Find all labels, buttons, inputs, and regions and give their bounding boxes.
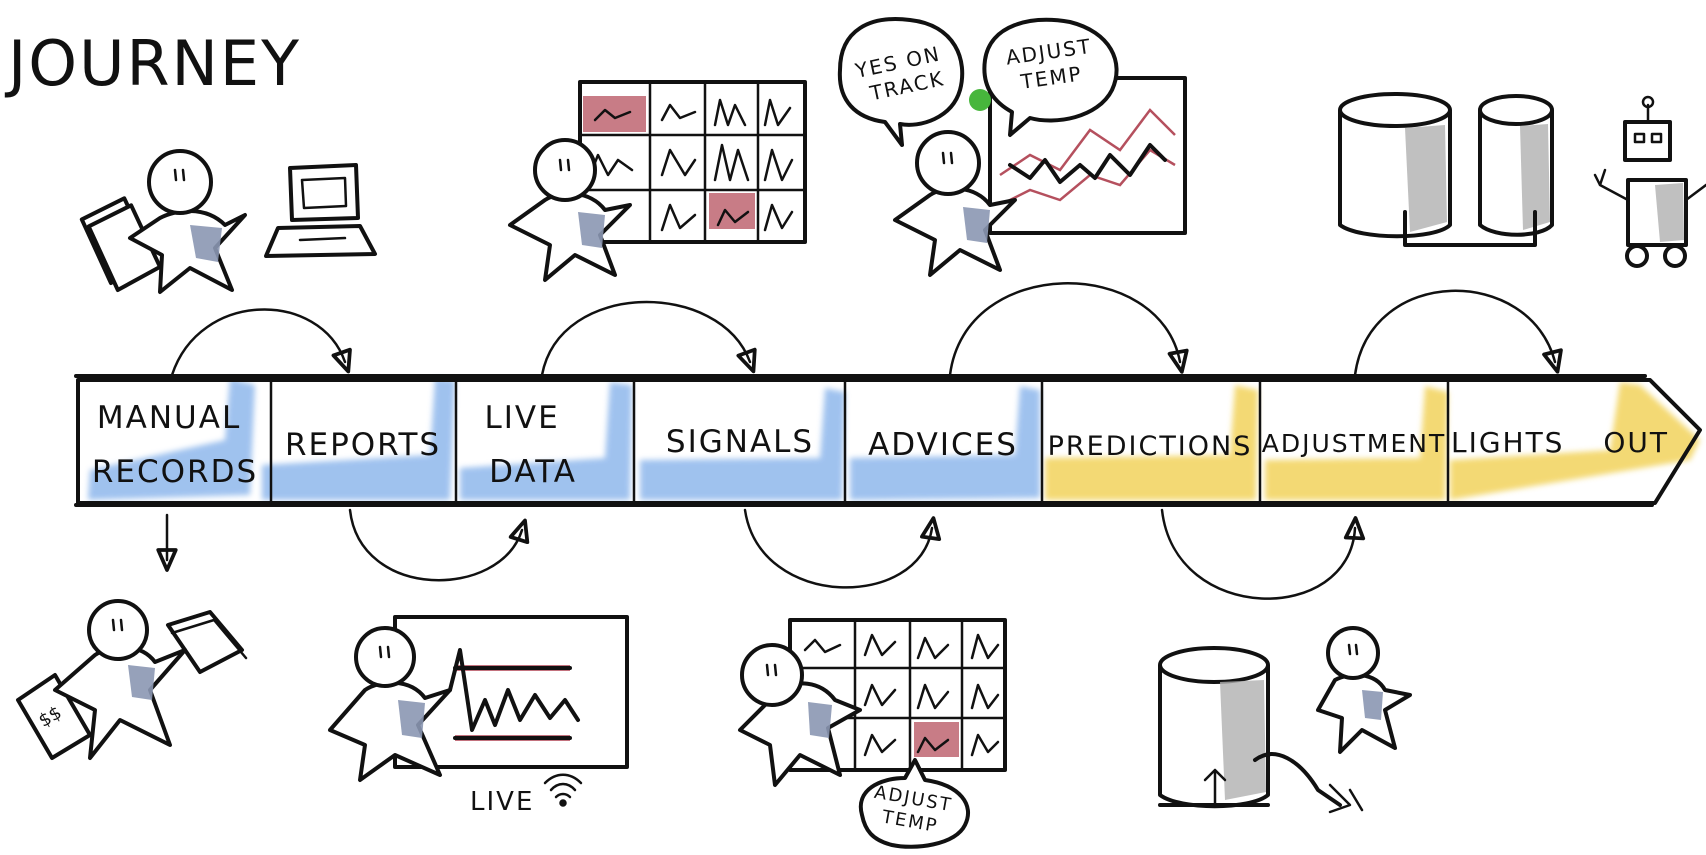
live-caption: LIVE [470,787,534,817]
stage-label-signals: SIGNALS [666,424,814,460]
diagram-title: JOURNEY [4,27,301,100]
stage-label-advices: ADVICES [868,427,1018,463]
wifi-icon [543,773,583,807]
wash-adjustment [1265,386,1448,500]
arc-top-1 [170,308,352,377]
stage-label-reports: REPORTS [285,427,441,463]
stage-label-word: LIGHTS [1451,426,1565,459]
wash-live-data [460,382,632,500]
arc-top-3 [948,282,1189,377]
stage-label-line: LIVE [484,400,559,436]
person-papers-icon [79,149,247,294]
bubble-on-track: YES ON TRACK [837,17,965,147]
tank-valve-icon [1158,626,1412,814]
tanks-icon [1338,92,1554,247]
live-chart-icon: LIVE [328,615,629,817]
dashboard-grid-icon-bottom [738,618,1007,787]
bubble-adjust-temp-bottom: ADJUST TEMP [858,758,971,849]
stage-label-live-data: LIVE DATA [484,400,576,490]
wash-predictions [1045,385,1258,500]
arc-bottom-1 [348,508,530,582]
wash-signals [640,388,845,500]
timeline-arrow [74,374,1702,507]
stage-labels: MANUAL RECORDS REPORTS LIVE DATA SIGNALS… [92,400,1669,490]
wash-reports [262,378,455,500]
arc-bottom-2 [743,508,942,589]
stage-label-predictions: PREDICTIONS [1048,431,1253,462]
arc-bottom-3 [1160,508,1366,600]
arc-top-4 [1353,289,1563,377]
stage-label-line: MANUAL [97,400,241,436]
laptop-icon [264,163,377,258]
dashboard-grid-icon [508,80,807,282]
bubble-adjust-temp: ADJUST TEMP [982,17,1119,137]
wash-lights-out [1450,382,1700,500]
stage-label-line: DATA [489,454,577,490]
stage-label-line: RECORDS [92,454,258,490]
arc-top-2 [540,300,757,377]
connector-arcs [156,282,1563,600]
stage-label-adjustment: ADJUSTMENT [1262,429,1447,458]
timeline-washes [88,378,1700,500]
stage-label-lights-out: LIGHTS OUT [1451,426,1669,459]
robot-icon [1593,95,1706,268]
wash-advices [850,386,1040,500]
wash-manual-records [88,378,255,500]
stage-label-manual-records: MANUAL RECORDS [92,400,258,490]
invoice-icon: $$ [16,599,248,760]
stage-label-word: OUT [1603,426,1669,459]
